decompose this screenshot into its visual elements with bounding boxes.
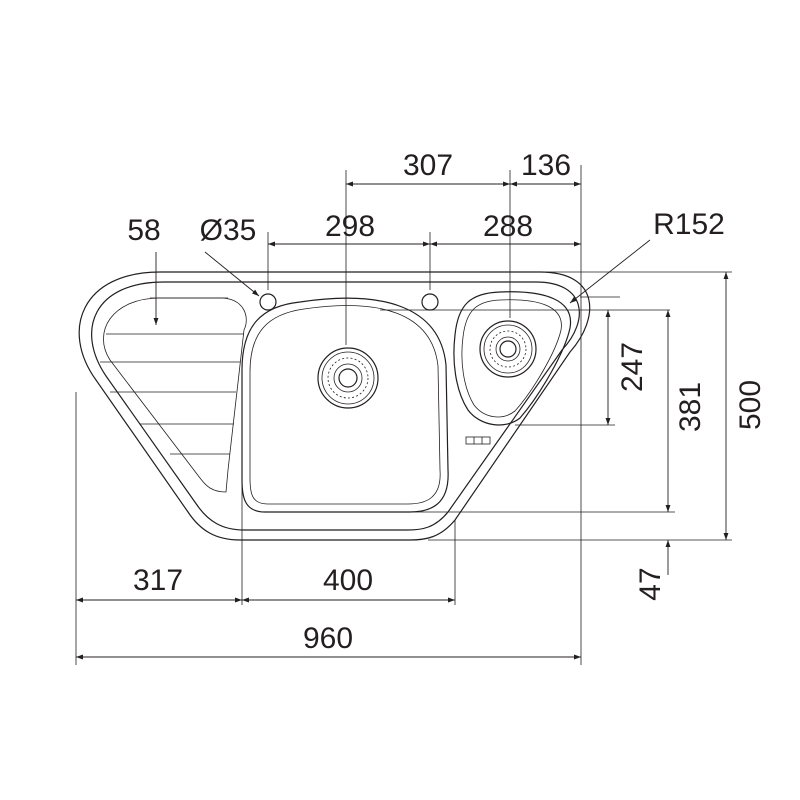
small-bowl (453, 291, 572, 426)
overflow-slot (465, 436, 491, 445)
dim-label-radius-152: R152 (653, 208, 725, 241)
dim-label-500: 500 (734, 380, 767, 430)
dim-label-136: 136 (521, 149, 571, 182)
dim-label-298: 298 (325, 210, 375, 243)
small-drain (479, 320, 537, 378)
main-bowl (241, 297, 449, 513)
dim-label-diameter-35: Ø35 (200, 214, 257, 247)
main-drain (317, 347, 379, 409)
extension-lines (75, 165, 732, 665)
drainboard (100, 297, 247, 493)
dim-label-288: 288 (483, 210, 533, 243)
tap-holes (259, 293, 439, 311)
sink-outline (78, 271, 591, 541)
dim-label-960: 960 (303, 622, 353, 655)
dim-label-381: 381 (674, 382, 707, 432)
dim-label-317: 317 (133, 564, 183, 597)
dimension-lines (76, 181, 729, 660)
dim-label-247: 247 (616, 342, 649, 392)
dim-label-400: 400 (323, 564, 373, 597)
dim-label-307: 307 (403, 149, 453, 182)
dim-label-58: 58 (127, 214, 160, 247)
dim-label-47: 47 (634, 567, 667, 600)
